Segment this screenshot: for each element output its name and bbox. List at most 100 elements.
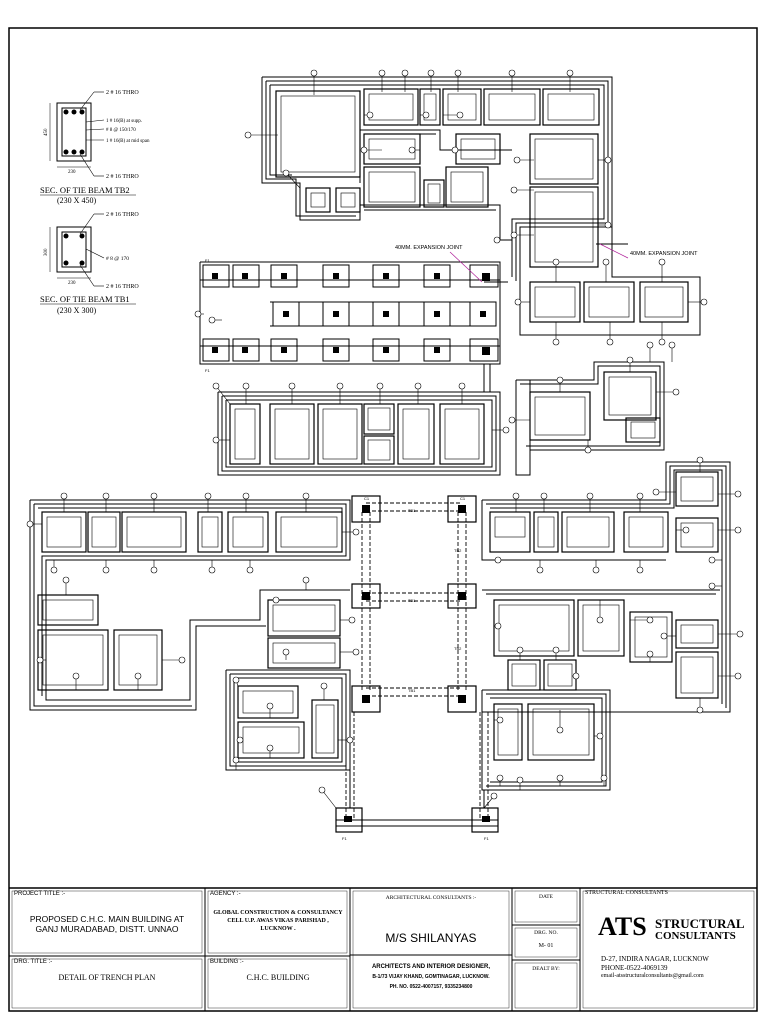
grid-bubble bbox=[266, 744, 274, 752]
tb1-leader bbox=[85, 248, 105, 259]
grid-bubble bbox=[604, 156, 612, 164]
tb1-bar bbox=[63, 233, 69, 239]
trench-wall-right bbox=[481, 461, 731, 713]
grid-bubble bbox=[414, 382, 422, 390]
tb1-bottom-bar: 2 # 16 THRO bbox=[106, 284, 139, 290]
arch-line2: B-1/73 VIJAY KHAND, GOMTINAGAR, LUCKNOW. bbox=[372, 974, 490, 980]
grid-bubble bbox=[178, 656, 186, 664]
grid-bubble bbox=[246, 566, 254, 574]
footing-tag: F1 bbox=[342, 836, 347, 841]
tb1-width: 230 bbox=[68, 281, 76, 286]
tb1-bar bbox=[79, 260, 85, 266]
agency-line2: CELL U.P. AWAS VIKAS PARISHAD , bbox=[227, 918, 329, 924]
tb1-leader bbox=[79, 264, 95, 287]
grid-bubble bbox=[668, 341, 676, 349]
columns-central bbox=[344, 505, 490, 822]
grid-bubble bbox=[636, 492, 644, 500]
grid-bubble bbox=[658, 258, 666, 266]
grid-bubble bbox=[696, 456, 704, 464]
grid-bubble bbox=[708, 582, 716, 590]
trench-wall-lower-right bbox=[481, 689, 611, 791]
building: C.H.C. BUILDING bbox=[246, 973, 310, 982]
tb2-depth: 450 bbox=[44, 128, 49, 136]
tb2-bar bbox=[71, 109, 77, 115]
grid-bubble bbox=[72, 672, 80, 680]
grid-bubble bbox=[208, 316, 216, 324]
pads-lower-right bbox=[493, 703, 595, 761]
grid-bubble bbox=[508, 416, 516, 424]
grid-bubble bbox=[708, 556, 716, 564]
expansion-joint-leader bbox=[449, 251, 483, 283]
grid-bubble bbox=[456, 111, 464, 119]
arch-line1: ARCHITECTS AND INTERIOR DESIGNER, bbox=[371, 964, 491, 970]
grid-bubble bbox=[401, 69, 409, 77]
grid-bubble bbox=[586, 492, 594, 500]
grid-bubble bbox=[244, 131, 252, 139]
tb2-size: (230 X 450) bbox=[57, 196, 96, 205]
grid-bubble bbox=[62, 576, 70, 584]
pads-right bbox=[489, 471, 719, 699]
grid-bubble bbox=[194, 310, 202, 318]
arch-name: M/S SHILANYAS bbox=[385, 931, 477, 945]
grid-bubble bbox=[672, 388, 680, 396]
grid-bubble bbox=[736, 630, 744, 638]
grid-bubble bbox=[600, 774, 608, 782]
grid-bubble bbox=[346, 736, 354, 744]
grid-bubble bbox=[646, 616, 654, 624]
project-title-line1: PROPOSED C.H.C. MAIN BUILDING AT bbox=[29, 914, 185, 924]
grid-bubble bbox=[556, 774, 564, 782]
tb2-leader bbox=[79, 153, 95, 177]
pads-lower-left bbox=[237, 685, 339, 759]
grid-bubble bbox=[266, 702, 274, 710]
grid-bubble bbox=[378, 69, 386, 77]
sheet-border bbox=[8, 27, 758, 1012]
project-title-line2: GANJ MURADABAD, DISTT. UNNAO bbox=[35, 924, 179, 934]
tb1-stirrup bbox=[61, 231, 87, 268]
grid-bubble bbox=[646, 341, 654, 349]
grid-bubble bbox=[596, 616, 604, 624]
arch-consultants-label: ARCHITECTURAL CONSULTANTS :- bbox=[385, 895, 477, 901]
grid-bubble bbox=[734, 526, 742, 534]
grid-bubble bbox=[512, 492, 520, 500]
grid-bubble bbox=[134, 672, 142, 680]
grid-bubble bbox=[318, 786, 326, 794]
tb2-bar bbox=[79, 149, 85, 155]
grid-bubble bbox=[242, 492, 250, 500]
connector-lower bbox=[336, 770, 498, 827]
grid-bubble bbox=[60, 492, 68, 500]
grid-bubble bbox=[232, 676, 240, 684]
grid-bubble bbox=[552, 258, 560, 266]
building-label: BUILDING :- bbox=[210, 959, 244, 965]
ats-logo: ATS bbox=[598, 912, 647, 941]
grid-bubble bbox=[572, 672, 580, 680]
tb1-top-bar: 2 # 16 THRO bbox=[106, 212, 139, 218]
tb1-outline bbox=[56, 226, 92, 273]
expansion-joint-label-1: 40MM. EXPANSION JOINT bbox=[395, 245, 463, 251]
arch-line3: PH. NO. 0522-4007157, 9335234800 bbox=[389, 984, 473, 990]
project-title-label: PROJECT TITLE :- bbox=[14, 891, 66, 897]
grid-bubble bbox=[696, 706, 704, 714]
grid-bubble bbox=[150, 492, 158, 500]
tb2-title: SEC. OF TIE BEAM TB2 bbox=[40, 185, 130, 195]
ats-line1: STRUCTURAL bbox=[655, 916, 745, 931]
grid-bubble bbox=[493, 236, 501, 244]
grid-bubble bbox=[552, 646, 560, 654]
grid-bubble bbox=[366, 111, 374, 119]
grid-bubble bbox=[566, 69, 574, 77]
grid-bubble bbox=[272, 596, 280, 604]
agency-label: AGENCY :- bbox=[210, 891, 241, 897]
grid-bubble bbox=[26, 520, 34, 528]
grid-bubble bbox=[36, 656, 44, 664]
grid-bubble bbox=[360, 146, 368, 154]
grid-bubble bbox=[602, 258, 610, 266]
grid-bubble bbox=[682, 526, 690, 534]
footing-tag: F1 bbox=[205, 368, 210, 373]
grid-leader bbox=[285, 172, 301, 189]
ats-line2: CONSULTANTS bbox=[655, 930, 736, 942]
grid-bubble bbox=[310, 69, 318, 77]
tb2-top-bar: 2 # 16 THRO bbox=[106, 90, 139, 96]
grid-bubble bbox=[212, 436, 220, 444]
grid-bubble bbox=[102, 566, 110, 574]
tb1-depth: 300 bbox=[44, 248, 49, 256]
